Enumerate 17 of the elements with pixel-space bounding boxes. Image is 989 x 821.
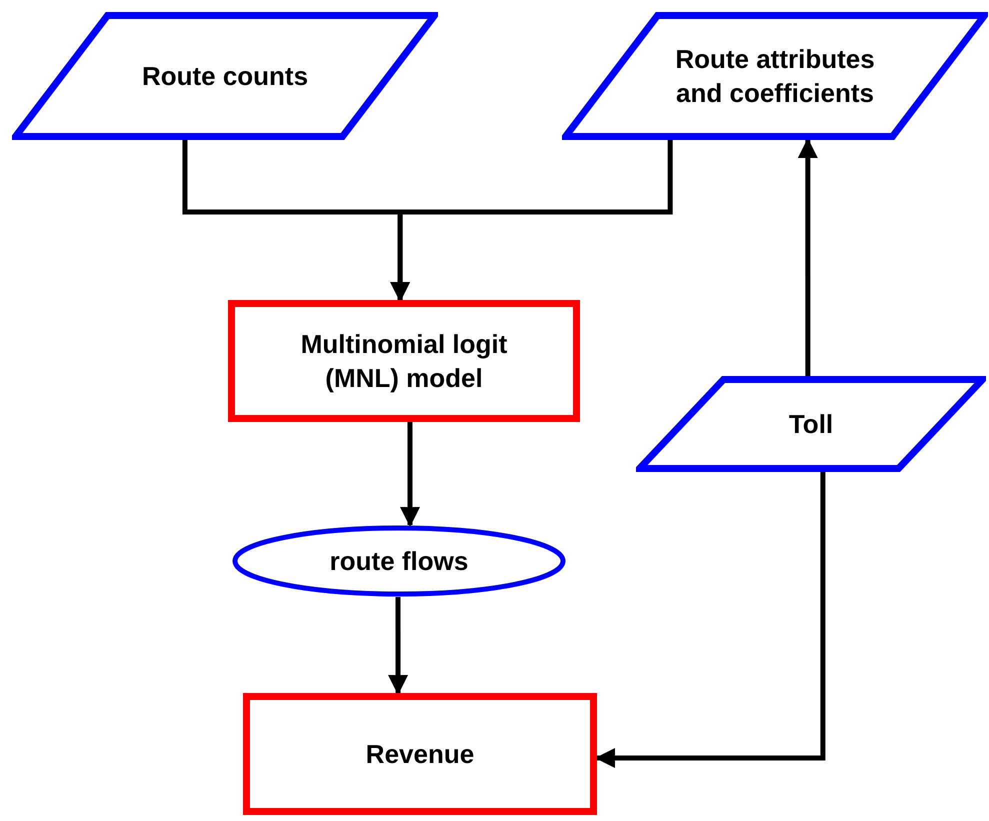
node-label: route flows — [330, 545, 468, 578]
arrow — [388, 597, 408, 695]
arrow — [400, 422, 420, 527]
ellipse-node — [232, 525, 566, 597]
process-box — [228, 300, 580, 422]
node-label: Multinomial logit (MNL) model — [300, 328, 508, 395]
arrow — [595, 472, 826, 768]
node-label: Toll — [788, 408, 834, 441]
node-label: Route attributes and coefficients — [674, 43, 876, 110]
node-label: Revenue — [366, 738, 474, 771]
parallelogram-box — [636, 376, 986, 472]
node-label: Route counts — [142, 60, 308, 93]
parallelogram-box — [12, 12, 438, 140]
process-box — [243, 693, 597, 815]
parallelogram-box — [562, 12, 988, 140]
arrow — [390, 140, 673, 302]
arrow — [798, 138, 818, 376]
